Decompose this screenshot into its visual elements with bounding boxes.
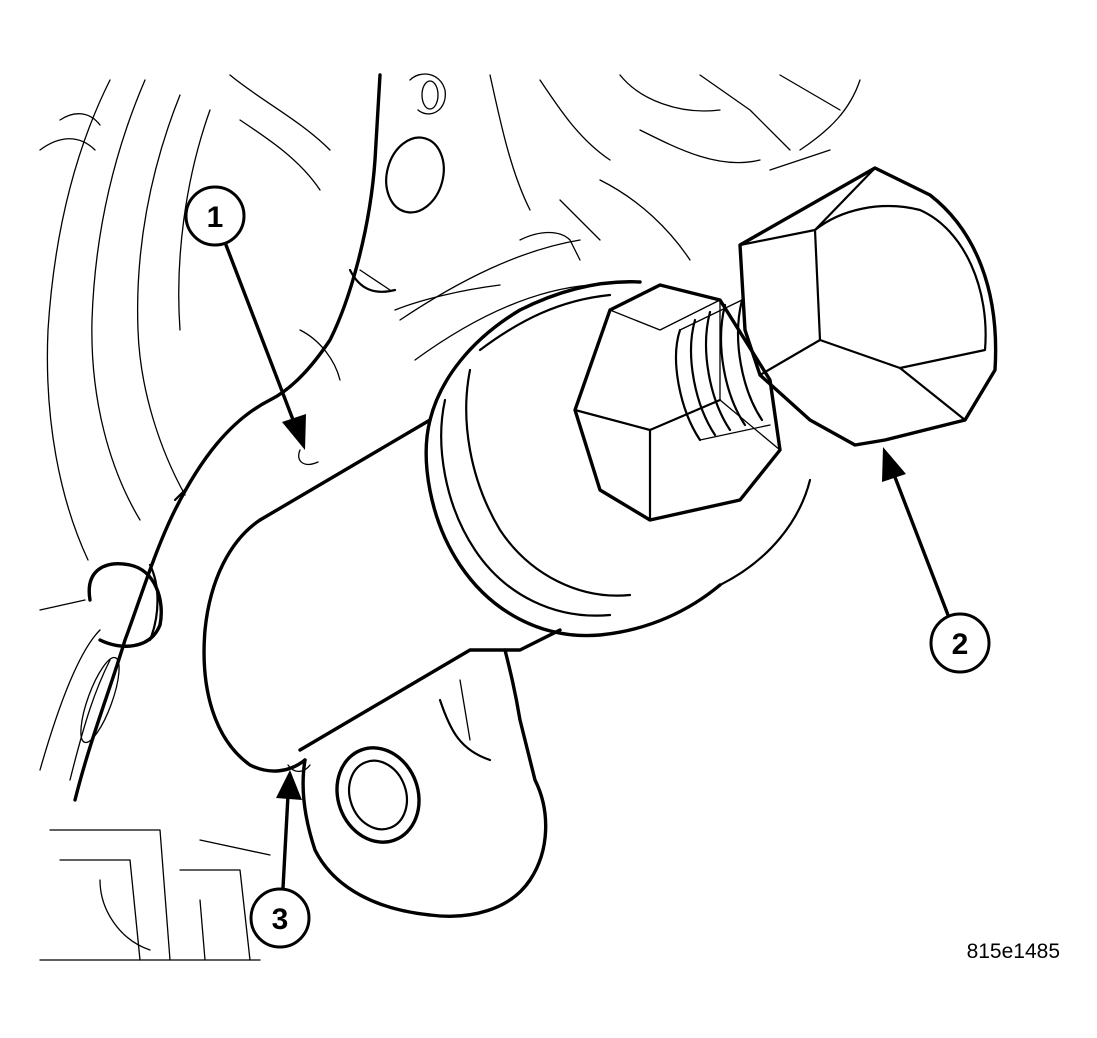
leader-3-arrowhead (276, 770, 302, 800)
cover-plate (73, 73, 445, 802)
figure-id: 815e1485 (967, 940, 1060, 963)
engine-casting-background (39, 73, 861, 961)
leader-1-arrowhead (282, 414, 306, 450)
tensioner-hex-nut (573, 283, 782, 522)
leader-1-shaft (224, 243, 297, 427)
callout-3: 3 (249, 887, 311, 949)
threaded-stud (674, 298, 771, 442)
callout-2: 2 (929, 612, 991, 674)
tensioner-body (202, 231, 812, 773)
leader-3-shaft (281, 793, 290, 890)
leader-2-arrowhead (882, 447, 906, 482)
callout-1-label: 1 (207, 201, 224, 234)
callout-1: 1 (184, 185, 246, 247)
mounting-bracket (301, 648, 548, 918)
callout-3-label: 3 (272, 903, 289, 936)
detail-marks (287, 449, 319, 773)
leader-2-shaft (891, 470, 950, 617)
leader-lines (224, 243, 950, 890)
hex-bolt-head (738, 166, 998, 447)
callout-2-label: 2 (952, 628, 969, 661)
